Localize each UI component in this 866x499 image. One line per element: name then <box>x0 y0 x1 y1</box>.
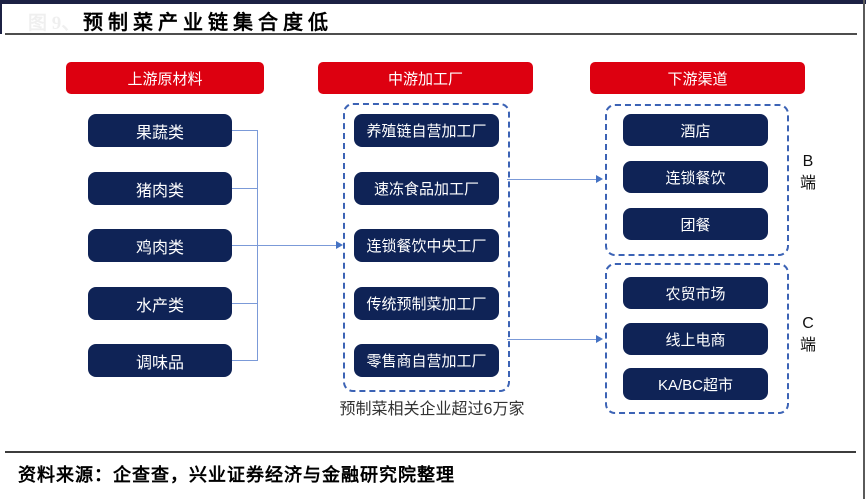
midstream-item-chain-central-factory: 连锁餐饮中央工厂 <box>354 229 499 262</box>
figure-title: 预制菜产业链集合度低 <box>83 12 333 34</box>
footer-divider <box>5 451 856 453</box>
b-side-label-letter: B <box>802 153 814 170</box>
b-side-item-group-meal: 团餐 <box>623 208 768 240</box>
midstream-caption: 预制菜相关企业超过6万家 <box>339 401 525 418</box>
midstream-item-breeding-factory: 养殖链自营加工厂 <box>354 114 499 147</box>
source-note: 资料来源：企查查，兴业证券经济与金融研究院整理 <box>18 465 455 485</box>
arrow-midstream-to-c-side <box>507 339 597 340</box>
c-side-group-outline <box>605 263 789 414</box>
connector-line <box>232 360 257 361</box>
connector-line <box>232 130 257 131</box>
b-side-item-hotel: 酒店 <box>623 114 768 146</box>
c-side-label-char: 端 <box>799 337 816 354</box>
b-side-label-char: 端 <box>799 175 816 192</box>
left-border <box>0 0 2 34</box>
top-border <box>0 0 866 4</box>
midstream-item-traditional-factory: 传统预制菜加工厂 <box>354 287 499 320</box>
c-side-item-ka-bc-supermarket: KA/BC超市 <box>623 368 768 400</box>
midstream-item-frozen-food-factory: 速冻食品加工厂 <box>354 172 499 205</box>
c-side-item-online-ecommerce: 线上电商 <box>623 323 768 355</box>
header-downstream: 下游渠道 <box>590 62 805 94</box>
arrowhead-icon <box>596 175 603 183</box>
c-side-label: C 端 <box>793 313 823 357</box>
connector-line <box>232 188 257 189</box>
arrow-midstream-to-b-side <box>507 179 597 180</box>
b-side-group-outline <box>605 104 789 256</box>
right-border <box>863 0 865 499</box>
arrowhead-icon <box>336 241 343 249</box>
midstream-group-outline <box>343 103 510 392</box>
arrow-upstream-to-midstream <box>257 245 337 246</box>
title-underline <box>5 33 857 35</box>
c-side-item-farmers-market: 农贸市场 <box>623 277 768 309</box>
upstream-item-pork: 猪肉类 <box>88 172 232 205</box>
header-midstream: 中游加工厂 <box>318 62 533 94</box>
b-side-label: B 端 <box>793 151 823 195</box>
midstream-item-retailer-factory: 零售商自营加工厂 <box>354 344 499 377</box>
figure-number-watermark: 图 9、 <box>28 13 81 34</box>
b-side-item-chain-catering: 连锁餐饮 <box>623 161 768 193</box>
upstream-item-seasoning: 调味品 <box>88 344 232 377</box>
upstream-item-chicken: 鸡肉类 <box>88 229 232 262</box>
upstream-item-fruit-veg: 果蔬类 <box>88 114 232 147</box>
arrowhead-icon <box>596 335 603 343</box>
header-upstream: 上游原材料 <box>66 62 264 94</box>
upstream-item-aquatic: 水产类 <box>88 287 232 320</box>
connector-line <box>232 245 257 246</box>
c-side-label-letter: C <box>802 315 814 332</box>
connector-line <box>232 303 257 304</box>
